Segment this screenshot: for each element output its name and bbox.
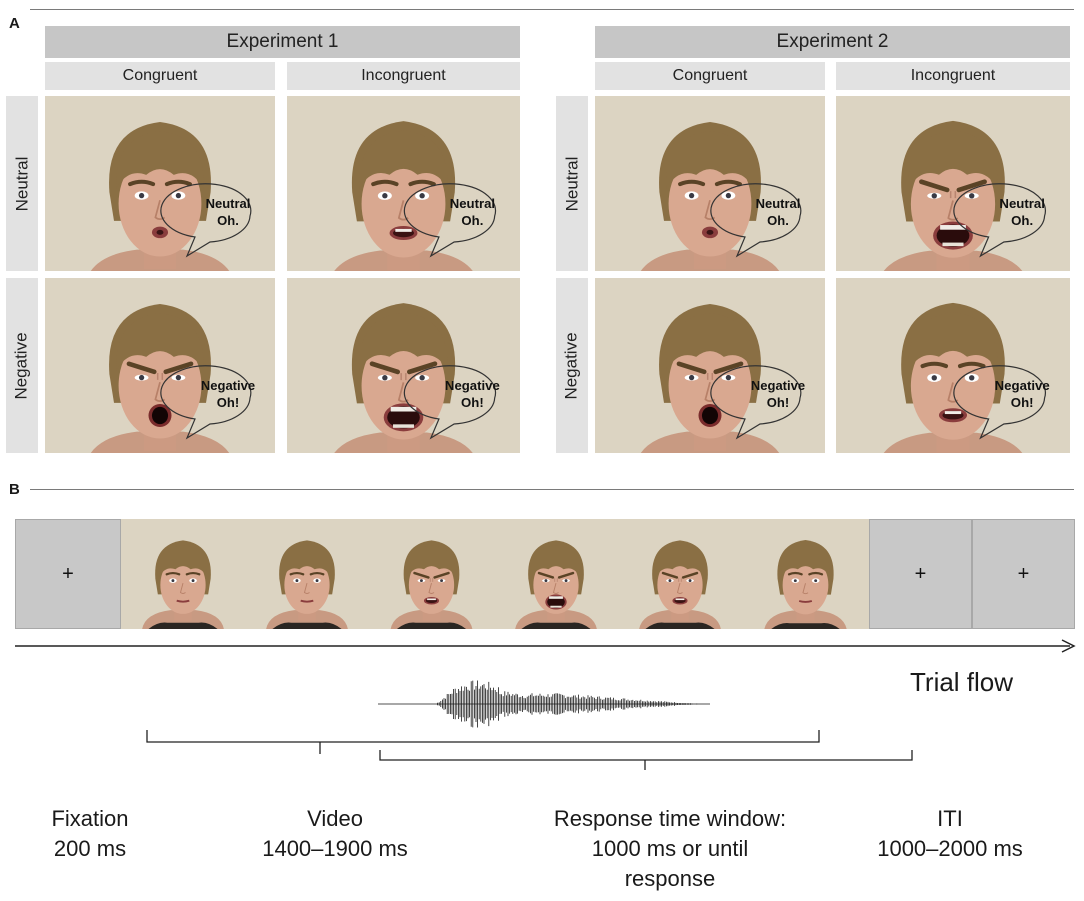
video-frame-5 — [618, 519, 742, 629]
iti-frame-1: + — [869, 519, 972, 629]
experiment-1-header: Experiment 1 — [45, 26, 520, 58]
response-duration: 1000 ms or until — [591, 836, 749, 861]
iti-cross-1: + — [914, 562, 927, 585]
speech-bubble-icon: Neutral Oh. — [160, 183, 252, 258]
speech-bubble-icon: Negative Oh! — [160, 365, 255, 440]
exp2-face-neutral-congruent: Neutral Oh. — [595, 96, 825, 271]
svg-text:Negative: Negative — [995, 378, 1050, 393]
svg-text:Oh!: Oh! — [217, 395, 239, 410]
video-frame-6 — [742, 519, 869, 629]
panel-b-letter: B — [9, 481, 20, 498]
speech-bubble-icon: Negative Oh! — [953, 365, 1050, 440]
exp1-face-neutral-congruent: Neutral Oh. — [45, 96, 275, 271]
experiment-2-header: Experiment 2 — [595, 26, 1070, 58]
fixation-duration: 200 ms — [53, 836, 127, 861]
iti-title: ITI — [937, 806, 963, 831]
svg-text:Oh.: Oh. — [1011, 213, 1033, 228]
svg-text:Oh.: Oh. — [767, 213, 789, 228]
exp1-col-header-congruent: Congruent — [45, 62, 275, 90]
fixation-frame: + — [15, 519, 121, 629]
exp2-col-header-incongruent: Incongruent — [836, 62, 1070, 90]
exp1-row-label-neutral: Neutral — [12, 156, 31, 211]
video-frame-3 — [369, 519, 494, 629]
exp2-face-negative-incongruent: Negative Oh! — [836, 278, 1070, 453]
exp1-row-header-neutral: Neutral — [6, 96, 38, 271]
iti-cross-2: + — [1017, 562, 1030, 585]
svg-text:Negative: Negative — [751, 378, 805, 393]
iti-frame-2: + — [972, 519, 1075, 629]
svg-text:Oh!: Oh! — [461, 395, 484, 410]
video-frame-2 — [245, 519, 369, 629]
speech-bubble-icon: Neutral Oh. — [710, 183, 802, 258]
svg-text:Neutral: Neutral — [999, 196, 1045, 211]
speech-bubble-icon: Neutral Oh. — [403, 183, 497, 258]
exp1-face-negative-congruent: Negative Oh! — [45, 278, 275, 453]
trial-flow-graphics — [15, 639, 1076, 770]
response-duration-cont: response — [624, 866, 716, 891]
exp2-row-label-negative: Negative — [562, 331, 582, 400]
svg-text:Negative: Negative — [445, 378, 500, 393]
svg-text:Neutral: Neutral — [206, 196, 251, 211]
svg-text:Neutral: Neutral — [756, 196, 801, 211]
trial-flow-label: Trial flow — [910, 667, 1014, 697]
fixation-cross: + — [62, 562, 74, 585]
svg-text:Oh.: Oh. — [461, 213, 483, 228]
video-frame-1 — [121, 519, 245, 629]
phase-label-iti: ITI 1000–2000 ms — [850, 804, 1050, 864]
panel-a-letter: A — [9, 15, 20, 32]
video-brace — [146, 730, 820, 754]
panel-b-rule — [30, 489, 1074, 490]
svg-text:Negative: Negative — [201, 378, 255, 393]
phase-label-fixation: Fixation 200 ms — [20, 804, 160, 864]
exp2-face-neutral-incongruent: Neutral Oh. — [836, 96, 1070, 271]
speech-bubble-icon: Neutral Oh. — [953, 183, 1046, 258]
exp1-face-negative-incongruent: Negative Oh! — [287, 278, 520, 453]
phase-label-response: Response time window: 1000 ms or until r… — [520, 804, 820, 894]
svg-text:Oh!: Oh! — [767, 395, 789, 410]
fixation-title: Fixation — [51, 806, 129, 831]
exp1-col-header-incongruent: Incongruent — [287, 62, 520, 90]
video-frame-4 — [494, 519, 618, 629]
exp2-col-header-congruent: Congruent — [595, 62, 825, 90]
exp2-row-label-neutral: Neutral — [562, 156, 581, 211]
svg-text:Oh!: Oh! — [1011, 395, 1034, 410]
video-duration: 1400–1900 ms — [262, 836, 408, 861]
audio-waveform — [378, 680, 710, 728]
exp2-row-header-negative: Negative — [556, 278, 588, 453]
phase-label-video: Video 1400–1900 ms — [230, 804, 440, 864]
panel-a-rule — [30, 9, 1074, 10]
exp1-face-neutral-incongruent: Neutral Oh. — [287, 96, 520, 271]
response-title: Response time window: — [553, 806, 787, 831]
speech-bubble-icon: Negative Oh! — [710, 365, 805, 440]
response-brace — [379, 750, 913, 770]
exp1-row-header-negative: Negative — [6, 278, 38, 453]
svg-text:Oh.: Oh. — [217, 213, 239, 228]
trial-flow-arrow — [15, 639, 1076, 653]
speech-bubble-icon: Negative Oh! — [403, 365, 500, 440]
exp1-row-label-negative: Negative — [12, 331, 32, 400]
video-title: Video — [307, 806, 363, 831]
exp2-row-header-neutral: Neutral — [556, 96, 588, 271]
exp2-face-negative-congruent: Negative Oh! — [595, 278, 825, 453]
iti-duration: 1000–2000 ms — [877, 836, 1023, 861]
svg-text:Neutral: Neutral — [450, 196, 495, 211]
